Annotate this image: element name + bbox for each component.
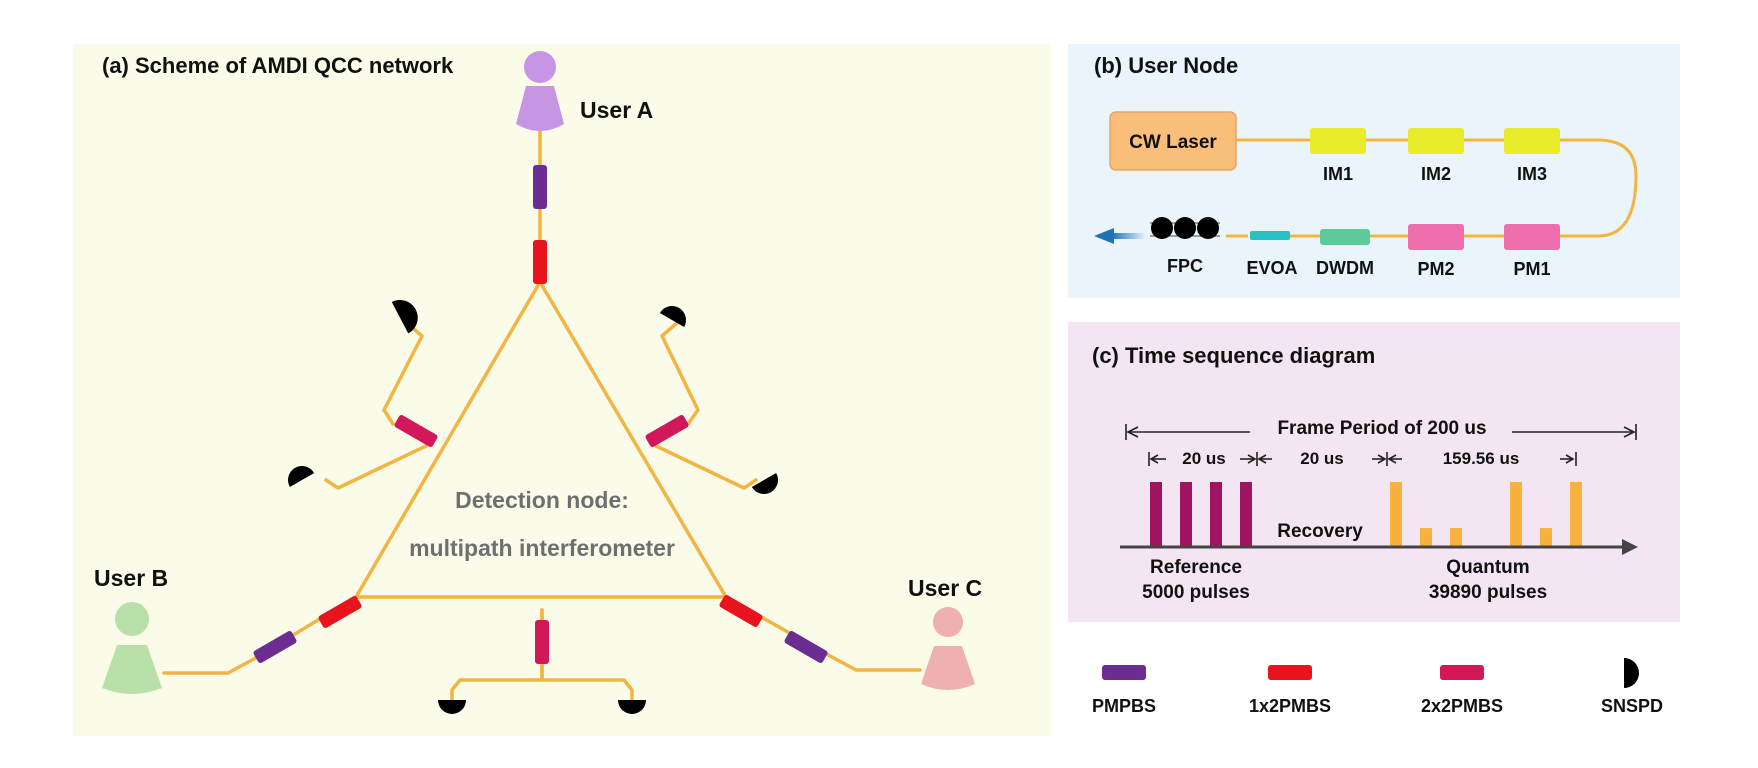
fiber-user-c: [724, 595, 922, 672]
quantum-label: Quantum: [1446, 557, 1529, 578]
fpc-label: FPC: [1167, 256, 1203, 276]
user-c-label: User C: [908, 575, 982, 601]
snspd-detector-icon: [391, 300, 418, 334]
recovery-duration-label: 20 us: [1300, 449, 1343, 468]
panel-b-background: [1068, 44, 1680, 298]
pmbs-2x2-bottom: [535, 620, 549, 664]
fiber-a-c-arm: [538, 280, 728, 599]
dwdm-label: DWDM: [1316, 258, 1374, 278]
quantum-count-label: 39890 pulses: [1429, 582, 1547, 603]
panel-a-title: (a) Scheme of AMDI QCC network: [102, 53, 454, 78]
time-axis-arrow-icon: [1120, 539, 1638, 555]
fiber-a-b-arm: [354, 280, 542, 599]
detection-node-label: Detection node:: [455, 487, 629, 513]
panel-c-background: [1068, 322, 1680, 622]
panel-b: (b) User Node CW Laser IM1 IM2 IM3 PM2 P…: [1068, 44, 1680, 298]
snspd-detector-icon: [438, 700, 466, 714]
user-b: User B: [94, 565, 168, 694]
output-arrow-icon: [1094, 228, 1146, 244]
user-a: User A: [516, 51, 653, 131]
pmbs-2x2-right: [645, 415, 689, 447]
snspd-detector-icon: [1624, 658, 1639, 688]
reference-label: Reference: [1150, 557, 1242, 578]
reference-pulse: [1150, 482, 1162, 546]
frame-period-label: Frame Period of 200 us: [1277, 418, 1486, 439]
reference-pulse: [1240, 482, 1252, 546]
fiber-det-right-upper: [660, 320, 700, 426]
pm1: [1504, 224, 1560, 250]
im3-label: IM3: [1517, 164, 1547, 184]
panel-a-background: [73, 44, 1051, 736]
pmbs-2x2-left: [394, 415, 438, 447]
reference-pulse: [1180, 482, 1192, 546]
quantum-pulse: [1420, 528, 1432, 546]
legend-2x2pmbs-swatch: [1440, 665, 1484, 680]
panel-c-title: (c) Time sequence diagram: [1092, 343, 1375, 368]
legend-1x2pmbs-label: 1x2PMBS: [1249, 696, 1331, 716]
pulse-train: [1150, 482, 1582, 546]
im1: [1310, 128, 1366, 154]
panel-a: (a) Scheme of AMDI QCC network: [73, 44, 1051, 736]
fpc-paddles-icon: [1150, 217, 1220, 239]
reference-count-label: 5000 pulses: [1142, 582, 1250, 603]
snspd-detector-icon: [751, 473, 778, 494]
evoa-label: EVOA: [1246, 258, 1297, 278]
fiber-det-left-upper: [382, 320, 424, 426]
user-c: User C: [908, 575, 982, 690]
quantum-pulse: [1540, 528, 1552, 546]
person-icon: [921, 607, 975, 690]
quantum-pulse: [1450, 528, 1462, 546]
detection-node-sublabel: multipath interferometer: [409, 535, 675, 561]
evoa: [1250, 231, 1290, 240]
im2-label: IM2: [1421, 164, 1451, 184]
cw-laser: [1109, 111, 1237, 171]
im1-label: IM1: [1323, 164, 1353, 184]
pmpbs-user-c: [784, 631, 828, 663]
pm2-label: PM2: [1417, 259, 1454, 279]
pmbs-1x2-left: [318, 596, 362, 628]
quantum-duration-label: 159.56 us: [1443, 449, 1520, 468]
pmpbs-user-a: [533, 165, 547, 209]
quantum-pulse: [1570, 482, 1582, 546]
legend-pmpbs-swatch: [1102, 665, 1146, 680]
legend-1x2pmbs-swatch: [1268, 665, 1312, 680]
legend-snspd-label: SNSPD: [1601, 696, 1663, 716]
legend-pmpbs-label: PMPBS: [1092, 696, 1156, 716]
pmbs-1x2-top: [533, 240, 547, 284]
legend-2x2pmbs-label: 2x2PMBS: [1421, 696, 1503, 716]
snspd-detector-icon: [288, 466, 315, 487]
recovery-label: Recovery: [1277, 521, 1363, 542]
cw-laser-label: CW Laser: [1129, 132, 1217, 153]
panel-b-title: (b) User Node: [1094, 53, 1238, 78]
pm1-label: PM1: [1513, 259, 1550, 279]
person-icon: [516, 51, 564, 131]
timing-dimension-lines: [1125, 424, 1637, 466]
reference-pulse: [1210, 482, 1222, 546]
snspd-detector-icon: [618, 700, 646, 714]
dwdm: [1320, 229, 1370, 245]
pmpbs-user-b: [253, 631, 297, 663]
user-a-label: User A: [580, 97, 653, 123]
panel-c: (c) Time sequence diagram F: [1068, 322, 1680, 622]
snspd-detector-icon: [659, 306, 686, 327]
pmbs-1x2-right: [719, 595, 763, 627]
panel-b-fiber-loop: [1236, 138, 1638, 238]
legend: PMPBS 1x2PMBS 2x2PMBS SNSPD: [1092, 658, 1663, 716]
person-icon: [102, 602, 162, 694]
im3: [1504, 128, 1560, 154]
reference-duration-label: 20 us: [1182, 449, 1225, 468]
im2: [1408, 128, 1464, 154]
fiber-user-b: [162, 595, 358, 675]
pm2: [1408, 224, 1464, 250]
user-b-label: User B: [94, 565, 168, 591]
quantum-pulse: [1510, 482, 1522, 546]
quantum-pulse: [1390, 482, 1402, 546]
